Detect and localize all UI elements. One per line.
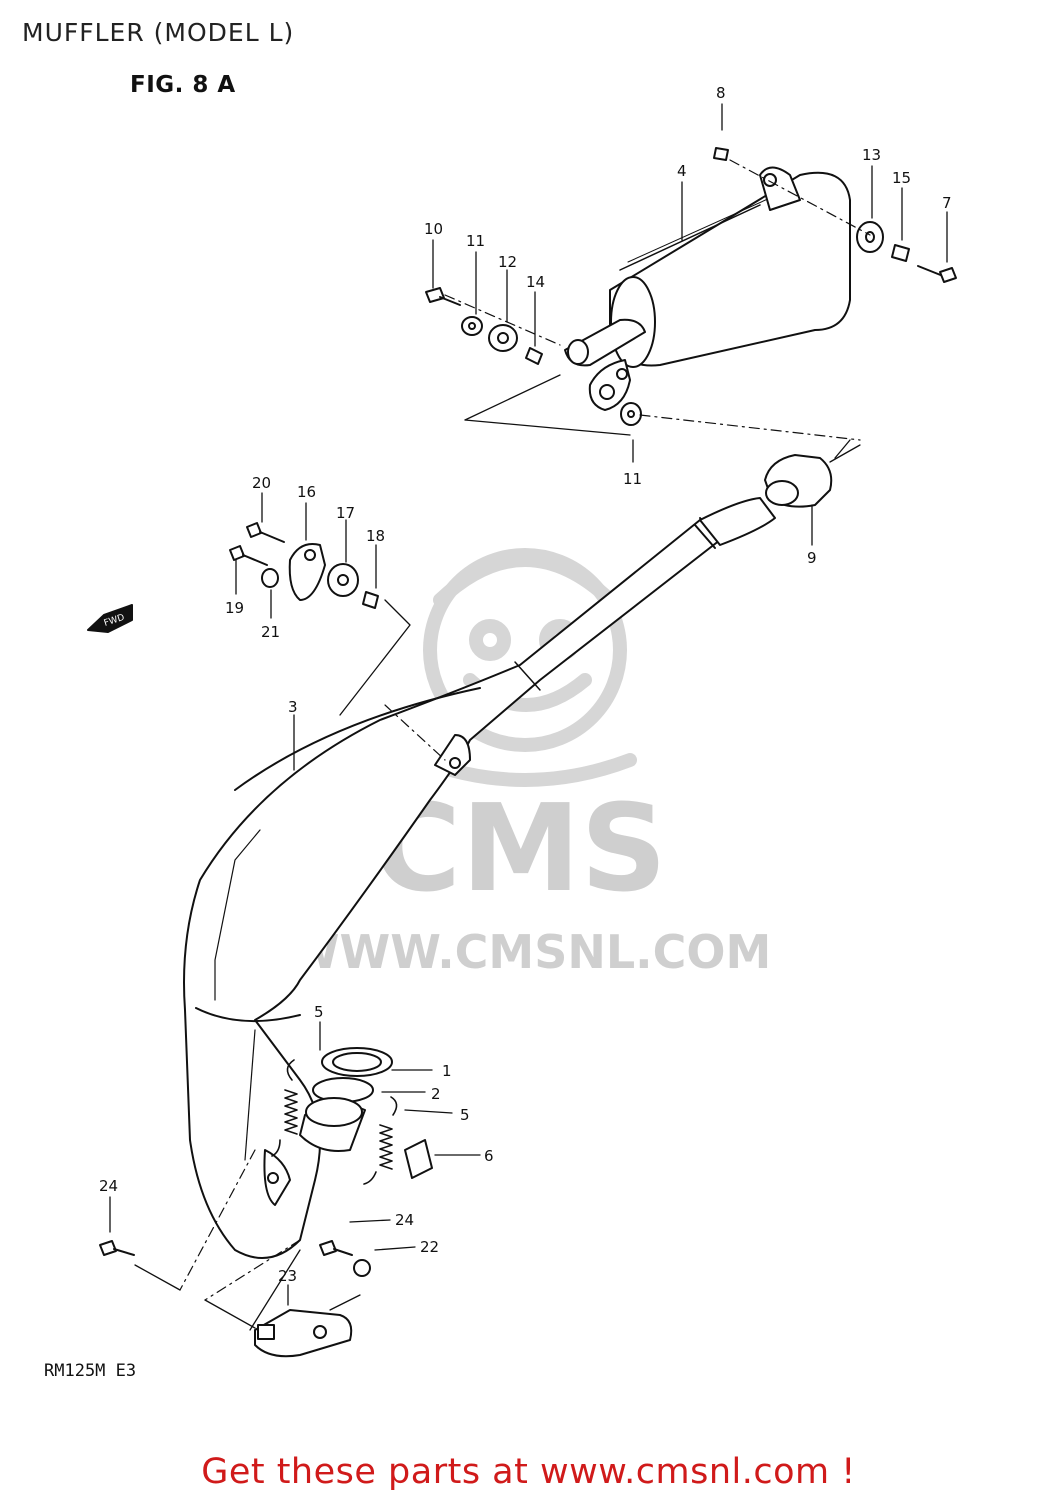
page-title: MUFFLER (MODEL L): [22, 18, 295, 47]
callout-8: 8: [716, 84, 726, 102]
callout-17: 17: [336, 504, 355, 522]
callout-24-right: 24: [395, 1211, 414, 1229]
part-bracket-23: [254, 1309, 353, 1358]
callout-14: 14: [526, 273, 545, 291]
model-code: RM125M E3: [44, 1361, 137, 1381]
part-hardware: [99, 147, 957, 1277]
part-joint-pipe: [299, 1047, 433, 1179]
callout-11-bottom: 11: [623, 470, 642, 488]
part-exhaust-pipe: [183, 497, 776, 1259]
callout-9: 9: [807, 549, 817, 567]
callout-21: 21: [261, 623, 280, 641]
part-springs: [271, 1059, 398, 1185]
callout-7: 7: [942, 194, 952, 212]
callout-6: 6: [484, 1147, 494, 1165]
callout-11-top: 11: [466, 232, 485, 250]
callout-24-left: 24: [99, 1177, 118, 1195]
callout-2: 2: [431, 1085, 441, 1103]
part-callouts: 8 4 13 15 7 10 11 12 14 11 9 20 16 17 18…: [99, 84, 952, 1285]
assembly-lines: [179, 159, 871, 1301]
callout-20: 20: [252, 474, 271, 492]
callout-22: 22: [420, 1238, 439, 1256]
leader-lines: [109, 103, 948, 1331]
callout-16: 16: [297, 483, 316, 501]
callout-3: 3: [288, 698, 298, 716]
callout-13: 13: [862, 146, 881, 164]
callout-4: 4: [677, 162, 687, 180]
watermark-url: WWW.CMSNL.COM: [289, 925, 772, 979]
callout-15: 15: [892, 169, 911, 187]
callout-12: 12: [498, 253, 517, 271]
callout-1: 1: [442, 1062, 452, 1080]
callout-19: 19: [225, 599, 244, 617]
fwd-direction-arrow: [87, 604, 133, 633]
callout-5-bottom: 5: [460, 1106, 470, 1124]
callout-23: 23: [278, 1267, 297, 1285]
callout-18: 18: [366, 527, 385, 545]
part-muffler: [564, 166, 851, 411]
callout-5-top: 5: [314, 1003, 324, 1021]
figure-label: FIG. 8 A: [130, 72, 236, 98]
get-parts-link[interactable]: Get these parts at www.cmsnl.com !: [201, 1452, 856, 1492]
callout-10: 10: [424, 220, 443, 238]
